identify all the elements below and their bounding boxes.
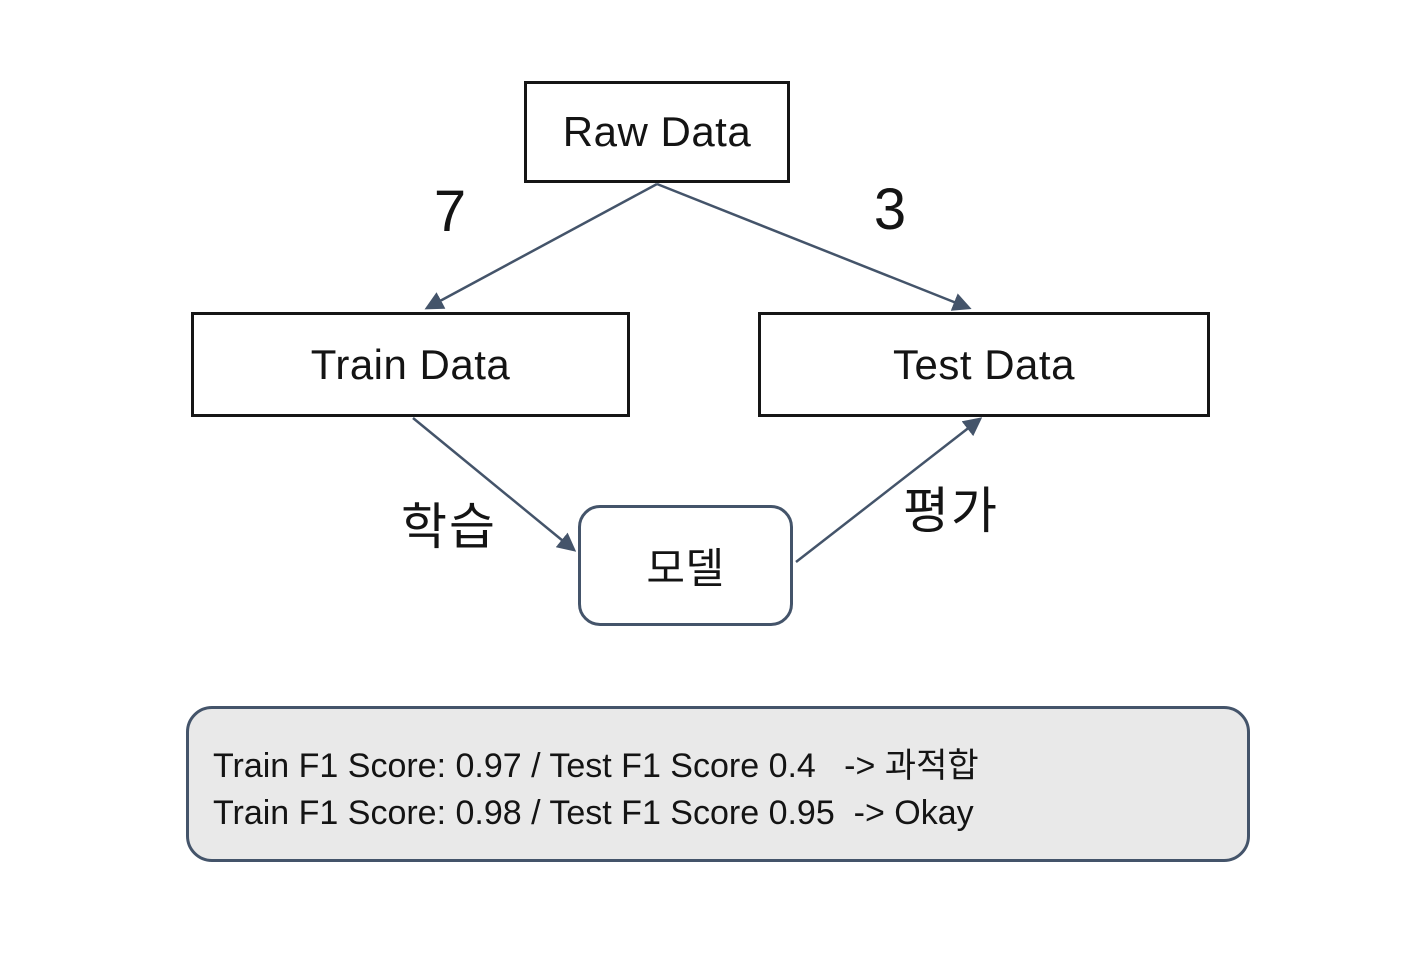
node-train-data: Train Data [191,312,630,417]
node-test-data: Test Data [758,312,1210,417]
node-raw-data-label: Raw Data [562,108,752,155]
node-train-data-label: Train Data [310,340,511,388]
results-note-box: Train F1 Score: 0.97 / Test F1 Score 0.4… [186,706,1250,862]
edge-label-split-test-ratio: 3 [873,176,907,242]
node-model-label: 모델 [646,545,725,592]
edge-label-split-train-ratio: 7 [433,178,467,244]
node-model: 모델 [578,505,793,626]
results-line-okay: Train F1 Score: 0.98 / Test F1 Score 0.9… [213,794,974,832]
node-raw-data: Raw Data [524,81,790,183]
edge-label-evaluation: 평가 [903,483,999,539]
node-test-data-label: Test Data [893,340,1075,388]
edge-label-training: 학습 [401,499,497,555]
results-line-overfit: Train F1 Score: 0.97 / Test F1 Score 0.4… [213,747,979,785]
